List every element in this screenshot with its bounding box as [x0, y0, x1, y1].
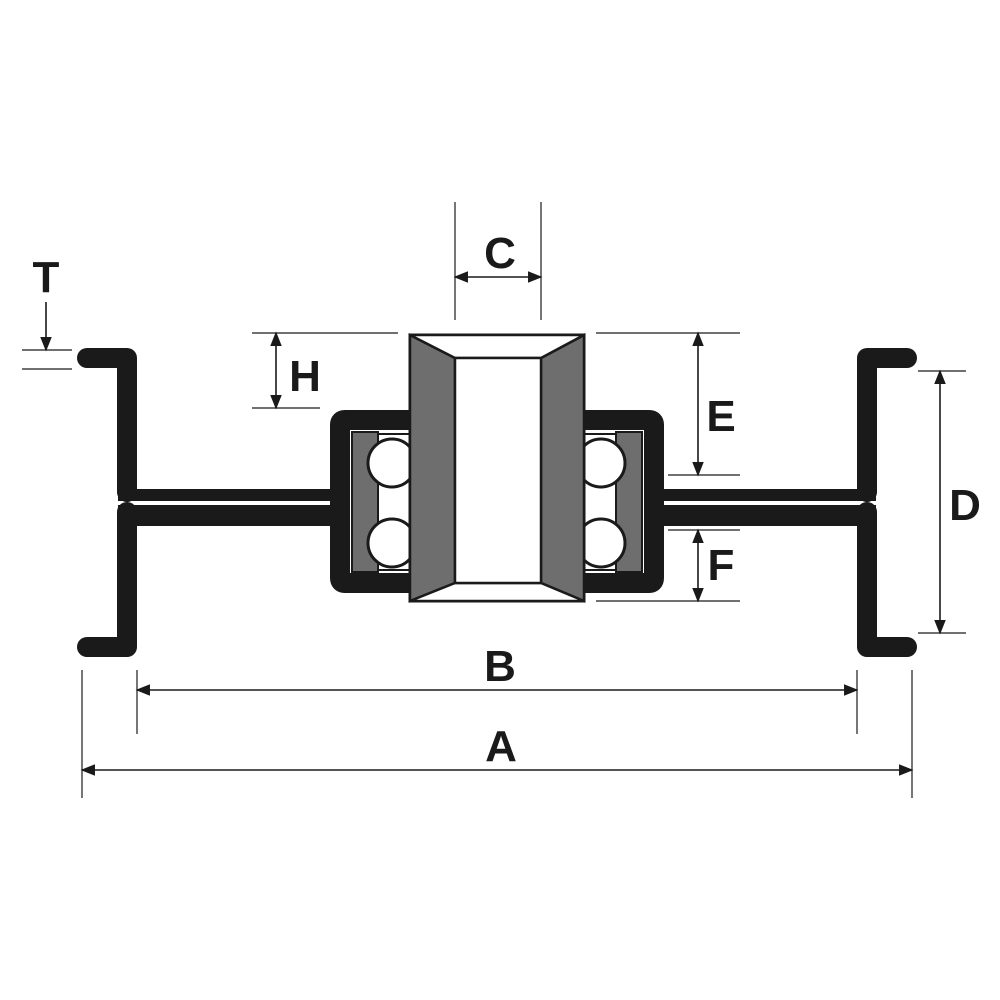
- hub-right-sleeve: [539, 332, 586, 603]
- dimension-label-h: H: [289, 352, 321, 401]
- right-web-upper-plate: [662, 479, 876, 501]
- dimension-label-d: D: [949, 481, 981, 530]
- dimension-lines: [22, 202, 966, 798]
- hub: [408, 332, 586, 603]
- left-rim-flange: [77, 348, 137, 657]
- dimension-label-c: C: [484, 229, 516, 278]
- right-web-lower-plate: [662, 505, 876, 535]
- left-web-lower-plate: [118, 505, 332, 535]
- left-bearing-housing: [330, 410, 410, 593]
- dimension-label-b: B: [484, 642, 516, 691]
- dimension-label-e: E: [706, 392, 735, 441]
- wheel-body: [77, 348, 917, 657]
- dimension-label-a: A: [485, 722, 517, 771]
- right-bearing-housing: [584, 410, 664, 593]
- right-rim-flange: [857, 348, 917, 657]
- left-web-upper-plate: [118, 479, 332, 501]
- hub-bore: [453, 356, 543, 585]
- dimension-labels: A B C D E F H T: [33, 229, 981, 771]
- dimension-label-f: F: [708, 541, 735, 590]
- hub-left-sleeve: [408, 332, 457, 603]
- dimension-label-t: T: [33, 253, 60, 302]
